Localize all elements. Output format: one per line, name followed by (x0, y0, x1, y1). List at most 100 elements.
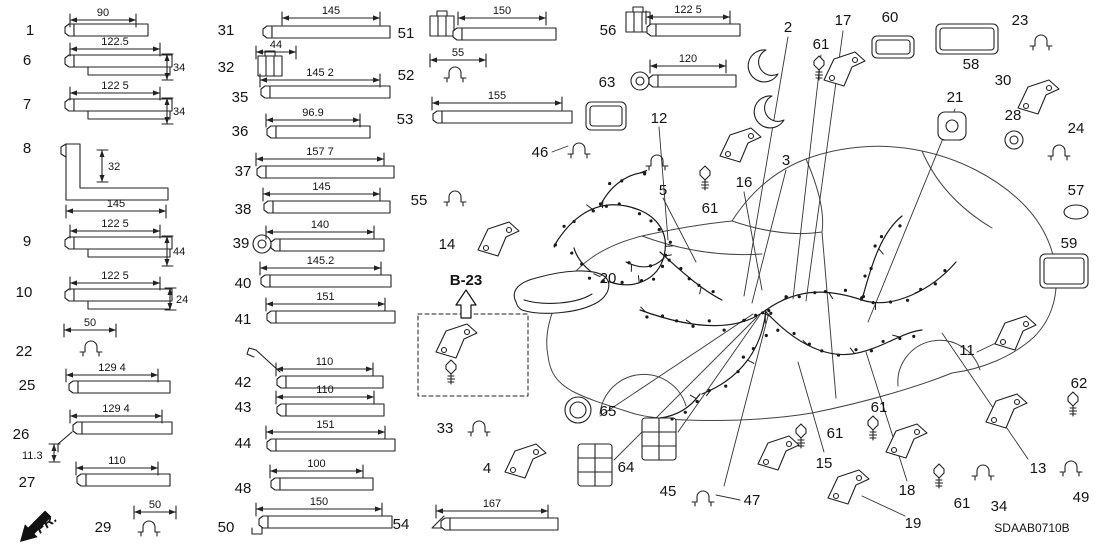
dimension-label: 110 (316, 384, 334, 396)
harness-connector-dot (643, 172, 647, 176)
part-number-label: 23 (1012, 12, 1029, 29)
fr-direction-marker: FR. (20, 510, 60, 542)
dimension-label: 122 5 (101, 80, 129, 92)
harness-branch-rear (765, 311, 923, 356)
part-glyph-clip (443, 66, 467, 83)
part-number-label: 64 (618, 459, 635, 476)
harness-connector-dot (620, 280, 624, 284)
harness-connector-dot (668, 240, 672, 244)
dimension: 120 (649, 53, 727, 74)
part-glyph-bracket (435, 323, 478, 359)
dimension: 11.3 (22, 443, 61, 463)
part-glyph-bracket (827, 469, 870, 505)
part-number-label: 9 (23, 233, 31, 250)
part-number-label: 34 (991, 498, 1008, 515)
part-number-label: 44 (235, 435, 252, 452)
harness-connector-dot (871, 300, 875, 305)
dimension-label: 120 (679, 53, 697, 65)
dimension: 145 (262, 181, 381, 202)
harness-stub (849, 347, 856, 355)
harness-connector-dot (620, 179, 624, 183)
part-glyph-bolt (867, 415, 879, 441)
harness-connector-dot (608, 181, 612, 186)
harness-stub (593, 273, 601, 278)
dimension: 50 (63, 317, 117, 338)
leader-line (723, 315, 769, 487)
harness-connector-dot (905, 298, 910, 302)
harness-connector-dot (754, 313, 758, 318)
dimension: 155 (431, 90, 563, 111)
part-glyph-strip (262, 25, 391, 39)
dimension-label: 50 (149, 499, 161, 511)
part-glyph-strip (646, 23, 741, 37)
part-glyph-strip (256, 165, 395, 179)
harness-connector-dot (843, 288, 848, 292)
part-number-label: 61 (827, 425, 844, 442)
part-glyph-nut (937, 111, 967, 141)
part-number-label: 1 (26, 22, 34, 39)
part-glyph-clip (467, 420, 491, 437)
harness-connector-dot (943, 269, 947, 273)
harness-connector-dot (912, 334, 916, 338)
dimension-label: 44 (173, 246, 185, 258)
part-number-label: 10 (16, 284, 33, 301)
part-number-label: 3 (782, 152, 790, 169)
part-glyph-strip (452, 27, 557, 41)
part-glyph-clip (567, 142, 591, 159)
part-number-label: 15 (816, 455, 833, 472)
part-number-label: 5 (659, 182, 667, 199)
dimension: 129 4 (69, 403, 163, 424)
part-glyph-strip2 (64, 288, 173, 310)
b23-callout: B-23 (417, 272, 529, 397)
part-number-label: 24 (1068, 120, 1085, 137)
part-number-label: 62 (1071, 375, 1088, 392)
part-number-label: 6 (23, 52, 31, 69)
part-number-label: 61 (954, 495, 971, 512)
part-glyph-pad (871, 35, 915, 59)
part-number-label: 38 (235, 201, 252, 218)
dimension: 150 (457, 5, 547, 26)
dimension: 145.2 (259, 255, 382, 276)
harness-connector-dot (601, 279, 605, 283)
part-glyph-clip (137, 520, 161, 537)
harness-connector-dot (724, 384, 728, 388)
part-number-label: 32 (218, 59, 235, 76)
harness-connector-dot (570, 251, 574, 255)
harness-connector-dot (670, 417, 674, 421)
dimension: 145 2 (259, 67, 381, 88)
dimension-label: 122.5 (101, 36, 129, 48)
dimension: 50 (133, 499, 177, 520)
special-part-shapes (57, 143, 610, 535)
part-20-shape (513, 270, 610, 314)
harness-connector-dot (591, 209, 595, 213)
part-glyph-strip (76, 473, 171, 487)
part-number-label: 31 (218, 22, 235, 39)
part-20-inner-line (523, 293, 593, 304)
harness-connector-dot (933, 282, 937, 286)
harness-stub (705, 389, 712, 397)
dimension-label: 129 4 (102, 403, 130, 415)
harness-connector-dot (797, 295, 801, 299)
part-glyph-strip (648, 74, 737, 88)
part-glyph-strip (266, 125, 371, 139)
part-glyph-conn (257, 50, 283, 77)
part-number-label: 59 (1061, 235, 1078, 252)
part-number-label: 51 (398, 25, 415, 42)
harness-connector-dot (663, 253, 668, 257)
part-glyph-bracket (994, 315, 1037, 351)
dimension: 151 (265, 291, 386, 312)
harness-connector-dot (823, 290, 827, 294)
car-outline (546, 145, 1057, 421)
part-glyph-clip (971, 464, 995, 481)
part-number-label: 40 (235, 275, 252, 292)
part-glyph-bracket (823, 51, 866, 87)
part-number-label: 54 (393, 516, 410, 533)
part-glyph-clip (645, 154, 669, 171)
dimension-label: 110 (108, 455, 126, 467)
part-glyph-strip (258, 515, 393, 529)
harness-stub (892, 334, 900, 338)
part-54-foot (431, 515, 445, 529)
part-number-label: 52 (398, 67, 415, 84)
part-glyph-bracket (504, 443, 547, 479)
